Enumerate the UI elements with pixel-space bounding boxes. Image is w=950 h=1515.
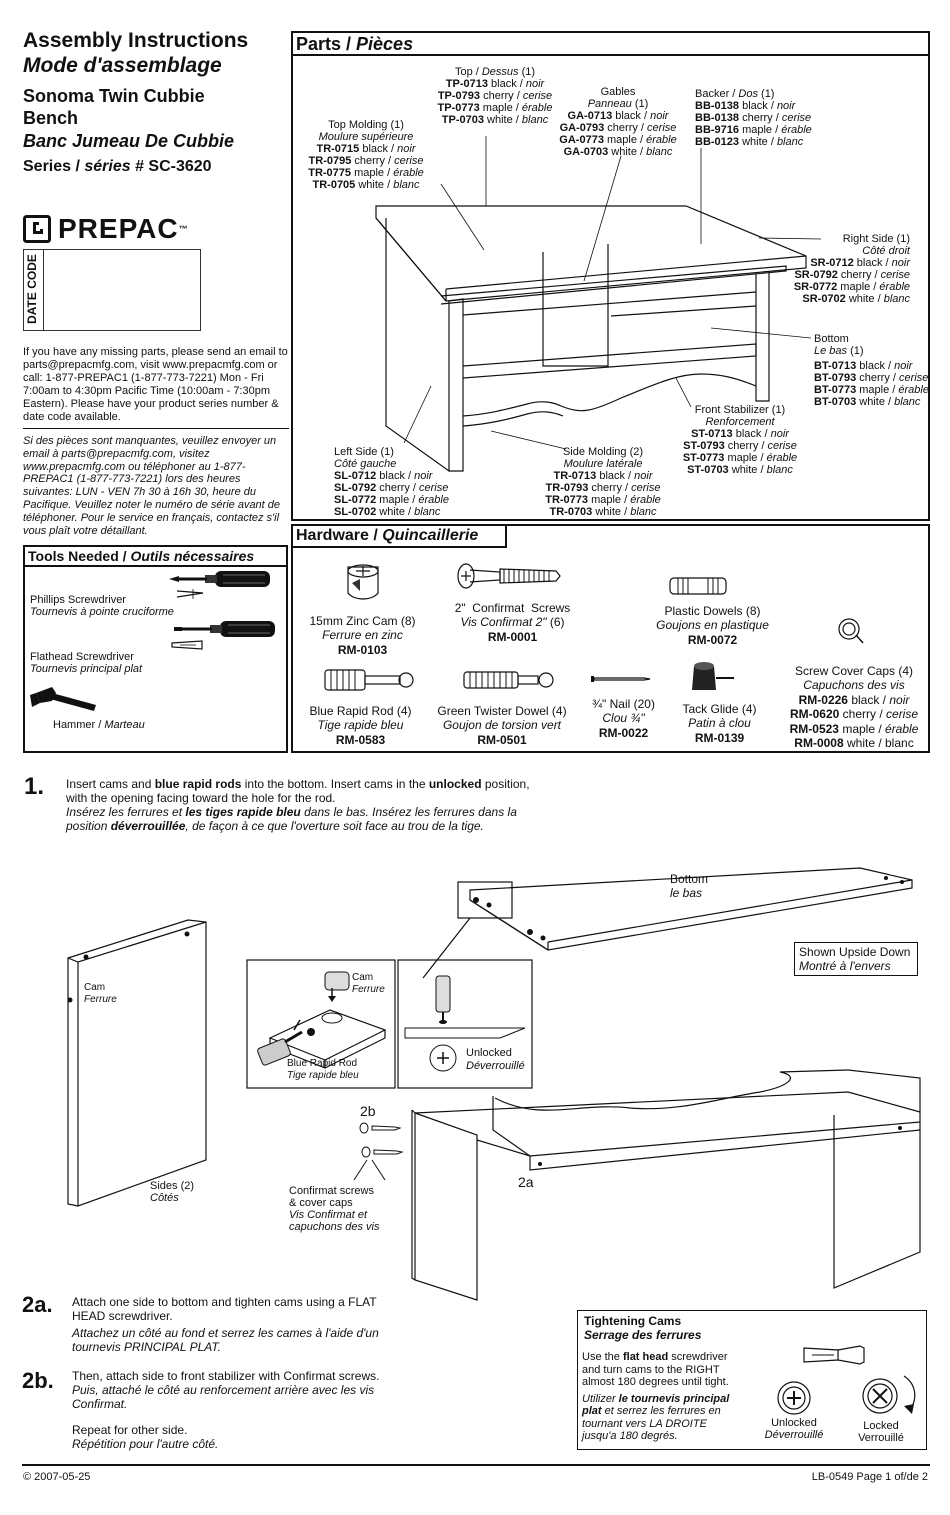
nail-icon	[591, 676, 651, 682]
product-name-fr: Banc Jumeau De Cubbie	[23, 131, 235, 151]
tightening-text: Use the flat head screwdriver and turn c…	[582, 1351, 730, 1442]
brand-logo: PREPAC™	[58, 213, 189, 244]
unlocked-cam-icon	[777, 1381, 811, 1415]
hardware-panel	[291, 524, 930, 753]
part-right-side: Right Side (1) Côté droit SR-0712 black …	[793, 233, 910, 306]
bench-exploded-drawing	[375, 136, 822, 473]
label-2a: 2a	[518, 1174, 534, 1190]
product-name-1: Sonoma Twin Cubbie	[23, 86, 205, 106]
sides-label: Sides (2)Côtés	[150, 1180, 195, 1205]
prepac-logo-icon	[23, 215, 51, 243]
tools-title: Tools Needed / Outils nécessaires	[28, 548, 255, 564]
title-en: Assembly Instructions	[23, 29, 249, 52]
tightening-cams-box	[577, 1310, 927, 1450]
locked-cam-icon	[862, 1375, 916, 1414]
phillips-screwdriver-icon	[169, 571, 270, 599]
date-code-box: DATE CODE	[23, 249, 201, 331]
parts-panel	[291, 31, 930, 521]
hw-caps-label: Screw Cover Caps (4) Capuchons des vis R…	[789, 664, 919, 750]
parts-title: Parts / Pièces	[296, 34, 414, 54]
hardware-title: Hardware / Quincaillerie	[296, 527, 479, 544]
part-gables: Gables Panneau (1) GA-0713 black / noir …	[559, 86, 677, 159]
part-top-molding: Top Molding (1) Moulure supérieure TR-07…	[308, 119, 424, 192]
confirmat-screw-icon	[457, 563, 561, 589]
step-1-number: 1.	[24, 773, 45, 800]
part-backer: Backer / Dos (1) BB-0138 black / noir BB…	[695, 88, 812, 149]
step-2b-text: Then, attach side to front stabilizer wi…	[72, 1369, 380, 1451]
part-side-molding: Side Molding (2) Moulure latérale TR-071…	[545, 446, 661, 519]
part-bottom: Bottom Le bas (1) BT-0713 black / noir B…	[814, 333, 929, 409]
contact-text-fr: Si des pièces sont manquantes, veuillez …	[23, 435, 281, 537]
hw-nail-label: ¾" Nail (20)Clou ¾"RM-0022	[592, 697, 655, 740]
plastic-dowel-icon	[669, 577, 727, 595]
tools-panel	[23, 545, 288, 753]
part-top: Top / Dessus (1) TP-0713 black / noir TP…	[437, 66, 553, 127]
screw-cover-cap-icon	[838, 618, 864, 644]
date-code-label: DATE CODE	[25, 254, 39, 324]
part-left-side: Left Side (1) Côté gauche SL-0712 black …	[334, 446, 449, 519]
assembly-diagram	[67, 867, 921, 1301]
title-fr: Mode d'assemblage	[23, 54, 222, 77]
step-2a-number: 2a.	[22, 1292, 53, 1317]
step-2b-number: 2b.	[22, 1368, 54, 1393]
step-1-text: Insert cams and blue rapid rods into the…	[66, 777, 530, 833]
footer-page: LB-0549 Page 1 of/de 2	[811, 1471, 928, 1483]
label-2b: 2b	[360, 1103, 376, 1119]
product-name-2: Bench	[23, 108, 79, 128]
tack-glide-icon	[692, 662, 734, 690]
contact-text-en: If you have any missing parts, please se…	[23, 346, 288, 423]
step-2a-text: Attach one side to bottom and tighten ca…	[72, 1295, 379, 1354]
hammer-label: Hammer / Marteau	[53, 719, 145, 731]
zinc-cam-icon	[347, 564, 379, 600]
footer-date: © 2007-05-25	[23, 1471, 91, 1483]
series-line: Series / séries # SC-3620	[23, 158, 212, 175]
blue-rapid-rod-icon	[324, 669, 414, 691]
part-front-stabilizer: Front Stabilizer (1) Renforcement ST-071…	[682, 404, 798, 477]
hw-twister-label: Green Twister Dowel (4)Goujon de torsion…	[437, 704, 567, 747]
green-twister-dowel-icon	[463, 671, 554, 689]
flathead-screwdriver-icon	[171, 621, 275, 650]
flat-screwdriver-tip-icon	[803, 1345, 865, 1365]
hammer-icon	[30, 687, 96, 711]
